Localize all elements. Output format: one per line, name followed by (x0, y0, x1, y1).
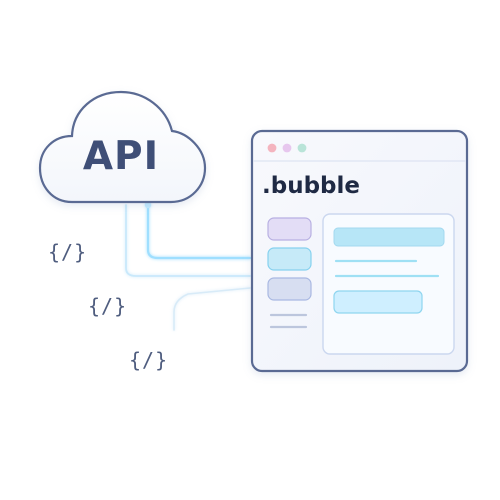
connector-glow-point (144, 201, 152, 209)
content-button (333, 290, 423, 314)
connector-lines (125, 201, 252, 331)
code-icon-2: {/} (88, 294, 128, 318)
connector-line-top (146, 203, 252, 260)
brand-logo: .bubble (262, 173, 360, 199)
content-card (322, 213, 455, 355)
window-dot-red (267, 143, 277, 153)
connector-line-bottom (173, 287, 251, 331)
sidebar-block-1 (267, 217, 312, 241)
app-window (250, 129, 469, 373)
connector-line-middle (125, 204, 251, 277)
content-header-bar (333, 227, 445, 247)
cloud-label: API (82, 134, 160, 179)
cloud-icon (38, 90, 207, 204)
code-icon-1: {/} (48, 240, 88, 264)
code-icon-3: {/} (129, 348, 169, 372)
window-dot-pink (282, 143, 292, 153)
sidebar-block-2 (267, 247, 312, 271)
sidebar-block-3 (267, 277, 312, 301)
window-dot-green (297, 143, 307, 153)
